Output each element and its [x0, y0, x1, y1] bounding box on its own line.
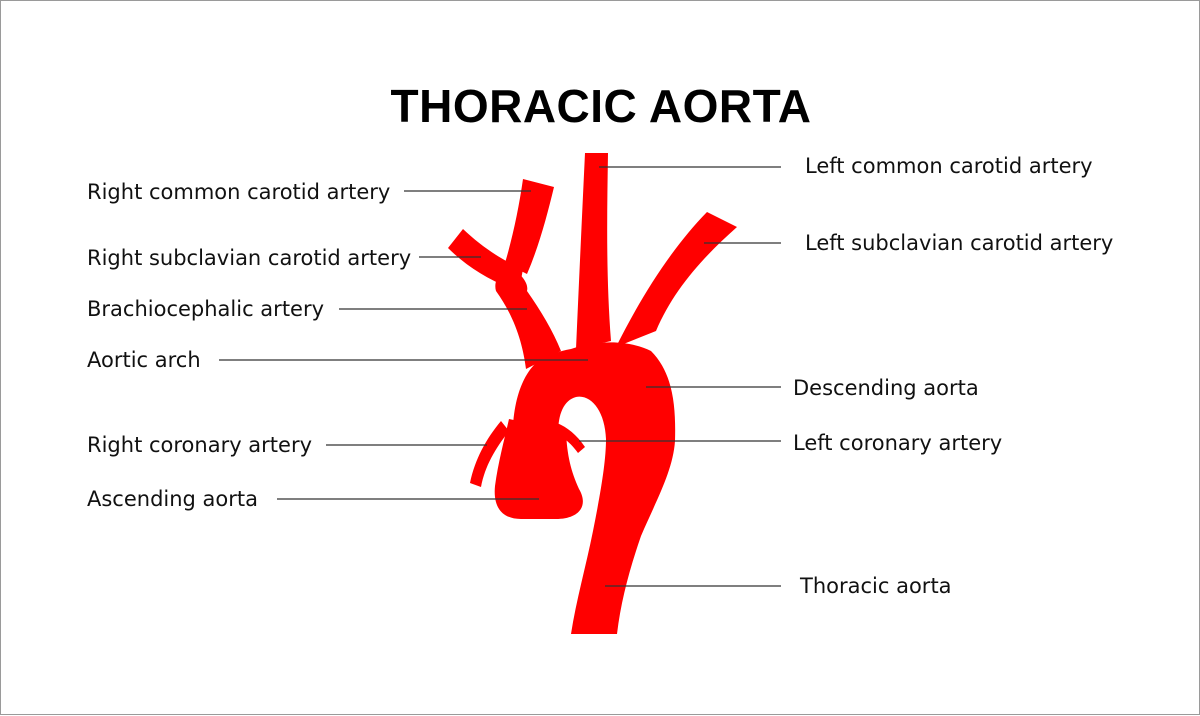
- left-coronary-vessel: [552, 423, 585, 453]
- aortic-arch-vessel: [512, 342, 676, 634]
- left-subclavian-vessel: [616, 212, 737, 347]
- left-common-carotid-vessel: [576, 153, 611, 349]
- right-coronary-vessel: [470, 421, 509, 487]
- label-right-coronary: Right coronary artery: [87, 433, 313, 457]
- label-right-subclavian: Right subclavian carotid artery: [87, 246, 412, 270]
- vessel-group: [448, 153, 737, 634]
- label-left-coronary: Left coronary artery: [793, 431, 1003, 455]
- leader-lines: [219, 166, 781, 587]
- right-common-carotid-vessel: [505, 179, 554, 274]
- label-right-common-carotid: Right common carotid artery: [87, 180, 391, 204]
- label-thoracic-aorta: Thoracic aorta: [800, 574, 952, 598]
- ascending-aorta-vessel: [494, 419, 583, 519]
- brachiocephalic-vessel: [495, 263, 561, 369]
- label-aortic-arch: Aortic arch: [87, 348, 201, 372]
- label-left-subclavian: Left subclavian carotid artery: [805, 231, 1114, 255]
- label-left-common-carotid: Left common carotid artery: [805, 154, 1093, 178]
- label-ascending-aorta: Ascending aorta: [87, 487, 259, 511]
- diagram-title: THORACIC AORTA: [390, 80, 812, 132]
- label-brachiocephalic: Brachiocephalic artery: [87, 297, 325, 321]
- label-descending-aorta: Descending aorta: [793, 376, 979, 400]
